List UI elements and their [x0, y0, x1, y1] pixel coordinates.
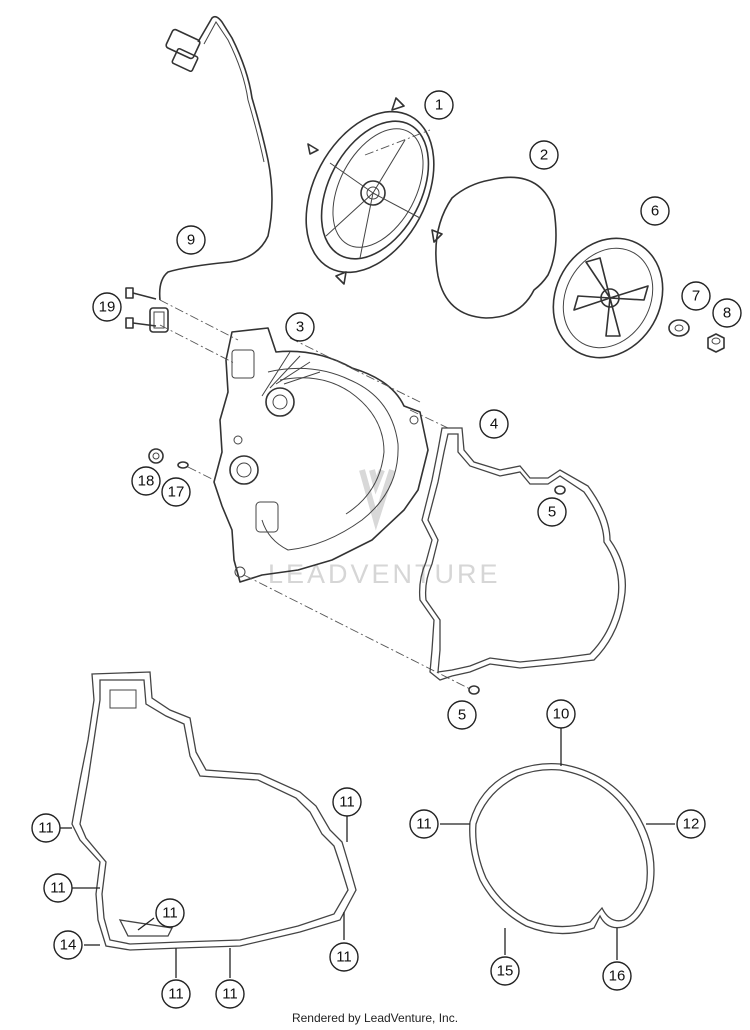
- plug-18: [148, 448, 164, 464]
- callout-2: 2: [529, 140, 559, 170]
- svg-text:11: 11: [50, 880, 66, 897]
- callout-11-bottom-b: 11: [215, 979, 245, 1009]
- callout-14: 14: [53, 930, 83, 960]
- callout-12: 12: [676, 809, 706, 839]
- svg-text:5: 5: [548, 504, 556, 521]
- callout-9: 9: [176, 225, 206, 255]
- callout-11-inner: 11: [155, 898, 185, 928]
- callout-5-lower: 5: [447, 700, 477, 730]
- svg-text:11: 11: [38, 820, 54, 837]
- svg-text:11: 11: [339, 794, 355, 811]
- svg-text:9: 9: [187, 232, 195, 249]
- svg-text:7: 7: [692, 288, 700, 305]
- svg-text:11: 11: [222, 986, 238, 1003]
- callout-7: 7: [681, 281, 711, 311]
- cover-gasket: [418, 427, 627, 681]
- callout-16: 16: [602, 961, 632, 991]
- callout-6: 6: [640, 196, 670, 226]
- svg-text:11: 11: [168, 986, 184, 1003]
- callout-18: 18: [131, 466, 161, 496]
- watermark-text: LEADVENTURE: [268, 559, 501, 589]
- callout-4: 4: [479, 409, 509, 439]
- svg-text:14: 14: [60, 937, 77, 954]
- callout-8: 8: [712, 298, 742, 328]
- callout-11-bottom-a: 11: [161, 979, 191, 1009]
- callout-11-ring: 11: [409, 809, 439, 839]
- dowel-pin-upper: [554, 485, 566, 495]
- callout-15: 15: [490, 956, 520, 986]
- svg-text:15: 15: [497, 963, 514, 980]
- svg-text:8: 8: [723, 305, 731, 322]
- bolts-19: [125, 287, 157, 329]
- svg-text:19: 19: [99, 299, 116, 316]
- svg-text:2: 2: [540, 147, 548, 164]
- ring-gasket-detail: [469, 762, 655, 935]
- assembly-lines: [159, 299, 473, 691]
- svg-text:11: 11: [162, 905, 178, 922]
- svg-text:17: 17: [168, 484, 185, 501]
- watermark: LEADVENTURE: [268, 468, 501, 589]
- svg-text:3: 3: [296, 319, 304, 336]
- svg-text:1: 1: [435, 97, 443, 114]
- wiring-harness: [149, 15, 273, 333]
- o-ring: [435, 176, 557, 319]
- callout-3: 3: [285, 312, 315, 342]
- callout-11-left: 11: [31, 813, 61, 843]
- callout-19: 19: [92, 292, 122, 322]
- svg-text:6: 6: [651, 203, 659, 220]
- dowel-pin-lower: [468, 685, 480, 695]
- svg-text:10: 10: [553, 706, 570, 723]
- callout-5-upper: 5: [537, 497, 567, 527]
- leader-lines: [60, 728, 675, 978]
- svg-text:11: 11: [416, 816, 432, 833]
- callout-11-mid-left: 11: [43, 873, 73, 903]
- callout-10: 10: [546, 699, 576, 729]
- svg-text:18: 18: [138, 473, 155, 490]
- svg-text:12: 12: [683, 816, 700, 833]
- callout-11-top-right: 11: [332, 787, 362, 817]
- clutch-cover: [305, 97, 443, 285]
- clutch-housing-cover: [213, 327, 429, 583]
- callout-11-lower-right: 11: [329, 942, 359, 972]
- washer-7: [668, 319, 690, 337]
- svg-text:4: 4: [490, 416, 498, 433]
- gasket-detail: [71, 671, 357, 951]
- callout-17: 17: [161, 477, 191, 507]
- svg-text:11: 11: [336, 949, 352, 966]
- nut-8: [707, 333, 725, 353]
- footer-credit: Rendered by LeadVenture, Inc.: [291, 1011, 459, 1025]
- callout-1: 1: [424, 90, 454, 120]
- svg-text:5: 5: [458, 707, 466, 724]
- clutch-protector: [552, 237, 664, 359]
- seal-17: [177, 461, 189, 469]
- svg-text:16: 16: [609, 968, 626, 985]
